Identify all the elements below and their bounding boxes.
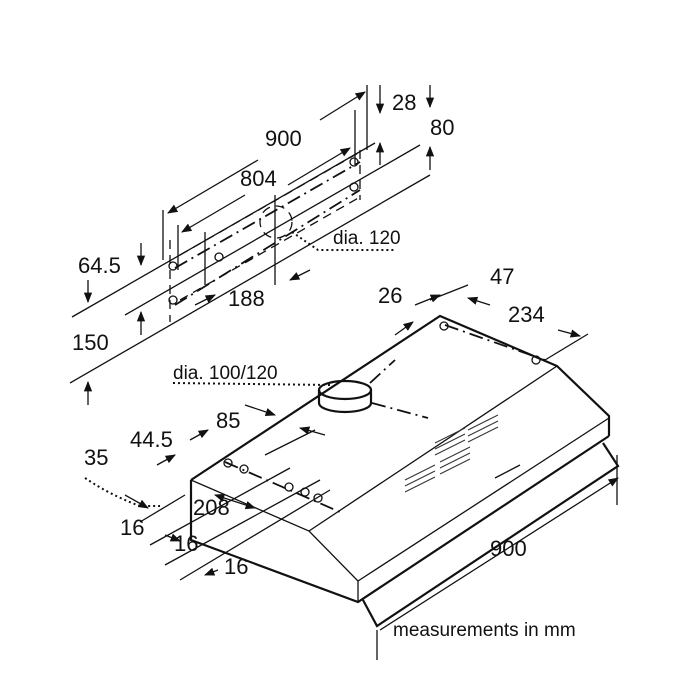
vent-grille — [404, 414, 499, 493]
label-rear-spacing: 234 — [508, 302, 545, 327]
wall-bracket-template — [69, 85, 435, 405]
label-bracket-height: 150 — [72, 330, 109, 355]
label-outlet-depth: 85 — [216, 408, 240, 433]
label-side-spacing: 208 — [193, 495, 230, 520]
label-side-hole: 35 — [84, 445, 108, 470]
label-measurement-units: measurements in mm — [393, 620, 576, 641]
label-left-offset: 44.5 — [130, 427, 173, 452]
label-hole-vertical: 80 — [430, 115, 454, 140]
label-rear-hole: 47 — [490, 264, 514, 289]
label-spacing-a: 16 — [120, 515, 144, 540]
label-hole-spacing: 804 — [240, 166, 277, 191]
label-bracket-width: 900 — [265, 126, 302, 151]
label-duct-diameter: dia. 120 — [333, 228, 401, 249]
label-outlet-diameter: dia. 100/120 — [173, 363, 278, 384]
label-offset-top: 28 — [392, 90, 416, 115]
label-hood-width: 900 — [490, 536, 527, 561]
label-top-offset-left: 64.5 — [78, 253, 121, 278]
range-hood-body — [189, 314, 620, 628]
label-spacing-b: 16 — [174, 531, 198, 556]
label-rear-offset: 26 — [378, 283, 402, 308]
label-spacing-c: 16 — [224, 554, 248, 579]
hood-dimension-lines — [84, 284, 619, 660]
label-duct-offset: 188 — [228, 286, 265, 311]
